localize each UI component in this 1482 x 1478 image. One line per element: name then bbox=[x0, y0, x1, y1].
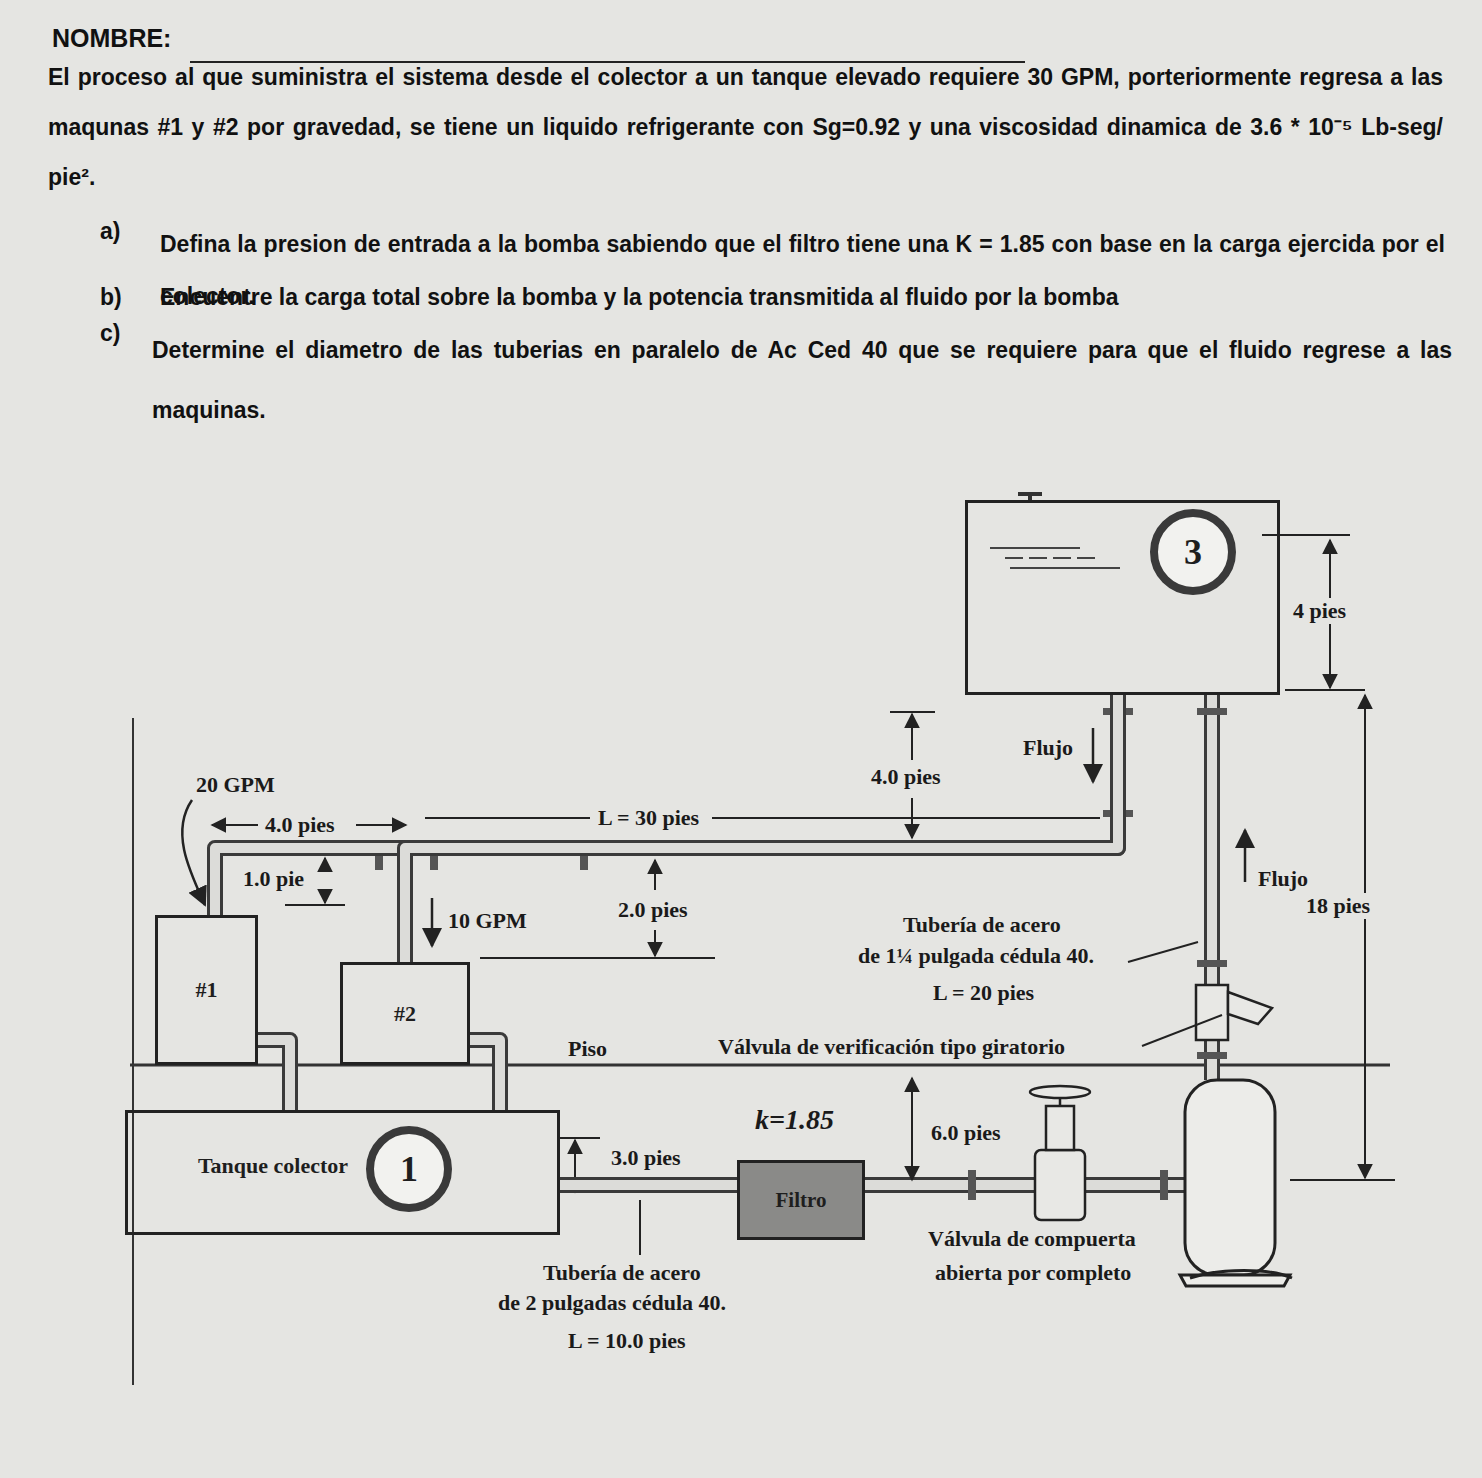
question-text: Encuentre la carga total sobre la bomba … bbox=[160, 284, 1119, 311]
pipe-connector bbox=[405, 695, 1118, 962]
name-underline bbox=[190, 61, 1025, 63]
valve-label: Válvula de compuerta bbox=[925, 1226, 1139, 1252]
leader-line bbox=[640, 942, 1222, 1255]
pump bbox=[1180, 1080, 1290, 1286]
pipe-connector bbox=[560, 1185, 737, 1186]
callout-number: 3 bbox=[1150, 509, 1236, 595]
gate-valve bbox=[1030, 1086, 1090, 1220]
node-label: #2 bbox=[394, 1001, 416, 1027]
pipe-flange bbox=[375, 708, 1227, 1200]
question-text: Determine el diametro de las tuberias en… bbox=[152, 320, 1452, 440]
pipe-label: L = 20 pies bbox=[930, 980, 1037, 1006]
collector-tank: Tanque colector 1 bbox=[125, 1110, 560, 1235]
dimension-label: 4.0 pies bbox=[868, 764, 944, 790]
node-label: Tanque colector bbox=[188, 1153, 358, 1179]
water-level bbox=[990, 548, 1120, 568]
dimension-label: 3.0 pies bbox=[608, 1145, 684, 1171]
dimension-label: 2.0 pies bbox=[615, 897, 691, 923]
machine-tank: #1 bbox=[155, 915, 258, 1065]
flow-rate-label: 20 GPM bbox=[193, 772, 278, 798]
pipe-label: Tubería de acero bbox=[540, 1260, 704, 1286]
item-letter: b) bbox=[100, 284, 122, 311]
elevated-tank: 3 bbox=[965, 500, 1280, 695]
item-letter: c) bbox=[100, 320, 120, 347]
pipe-connector bbox=[470, 1040, 500, 1110]
dimension-label: 4.0 pies bbox=[262, 812, 338, 838]
valve-label: abierta por completo bbox=[932, 1260, 1134, 1286]
flow-label: Flujo bbox=[1020, 735, 1076, 761]
valve-mark bbox=[1190, 1271, 1292, 1279]
callout-number: 1 bbox=[366, 1126, 452, 1212]
name-field: NOMBRE: bbox=[52, 24, 171, 53]
dimension-label: 18 pies bbox=[1303, 893, 1373, 919]
check-valve bbox=[1196, 985, 1272, 1040]
pipe-label: de 1¼ pulgada cédula 40. bbox=[855, 943, 1097, 969]
frame-line bbox=[132, 718, 134, 1385]
valve-label: Válvula de verificación tipo giratorio bbox=[715, 1034, 1068, 1060]
pipe-connector bbox=[258, 1040, 290, 1110]
pipe bbox=[865, 695, 1212, 1185]
dimension-label: 6.0 pies bbox=[928, 1120, 1004, 1146]
pipe-label: Tubería de acero bbox=[900, 912, 1064, 938]
flow-rate-label: 10 GPM bbox=[445, 908, 530, 934]
loss-coefficient: k=1.85 bbox=[752, 1104, 837, 1136]
pipe-label: L = 10.0 pies bbox=[565, 1328, 689, 1354]
floor-label: Piso bbox=[565, 1036, 610, 1062]
floor-line bbox=[130, 1064, 1390, 1067]
filter-box: Filtro bbox=[737, 1160, 865, 1240]
node-label: #1 bbox=[196, 977, 218, 1003]
pipe-connector bbox=[215, 695, 1118, 915]
problem-statement: El proceso al que suministra el sistema … bbox=[48, 52, 1443, 202]
dimension-line bbox=[212, 535, 1395, 1192]
dimension-label: 4 pies bbox=[1290, 598, 1349, 624]
flow-arrow bbox=[182, 728, 1245, 946]
pipe-label: de 2 pulgadas cédula 40. bbox=[495, 1290, 729, 1316]
machine-tank: #2 bbox=[340, 962, 470, 1065]
dimension-label: L = 30 pies bbox=[595, 805, 702, 831]
dimension-label: 1.0 pie bbox=[240, 866, 307, 892]
item-letter: a) bbox=[100, 218, 120, 245]
node-label: Filtro bbox=[776, 1188, 827, 1213]
flow-label: Flujo bbox=[1255, 866, 1311, 892]
